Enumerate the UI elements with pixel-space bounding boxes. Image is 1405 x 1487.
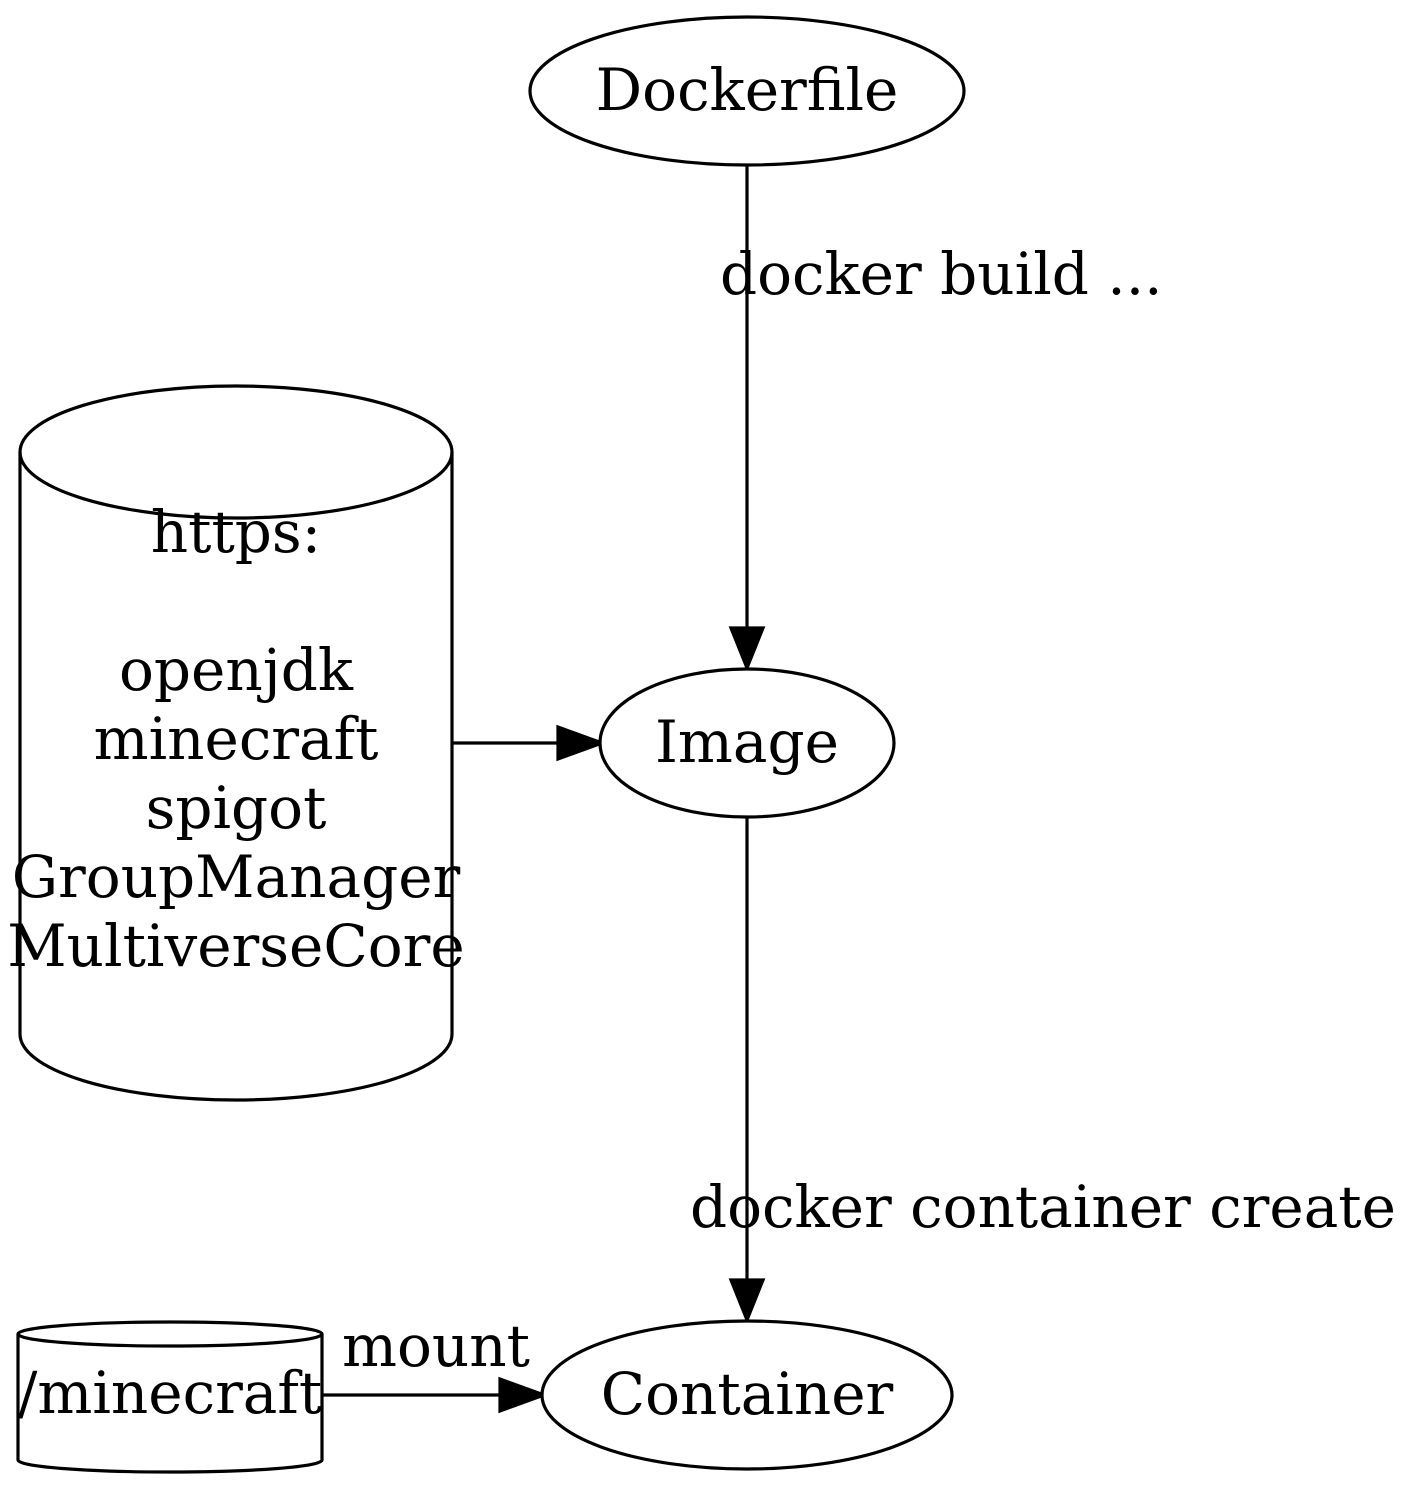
https-sources-cylinder — [18, 384, 454, 1102]
edge-mount-label: mount — [342, 1312, 530, 1380]
edge-container-create-arrowhead — [728, 1278, 766, 1325]
minecraft-volume-label: /minecraft — [18, 1359, 322, 1427]
edge-download — [452, 724, 607, 762]
container-node: Container — [540, 1319, 954, 1471]
edge-mount: mount — [322, 1312, 549, 1414]
container-label: Container — [601, 1360, 894, 1428]
https-sources-line-openjdk: openjdk — [119, 636, 354, 704]
edge-docker-build: docker build ... — [720, 165, 1163, 673]
minecraft-volume-node: /minecraft — [16, 1320, 324, 1474]
minecraft-volume-cylinder — [16, 1320, 324, 1474]
https-sources-line-multiversecore: MultiverseCore — [7, 912, 464, 980]
https-sources-line-minecraft: minecraft — [94, 705, 379, 773]
edge-download-arrowhead — [556, 724, 607, 762]
image-label: Image — [655, 708, 839, 776]
edge-container-create-label: docker container create ... — [690, 1173, 1405, 1241]
https-sources-line-groupmanager: GroupManager — [12, 843, 461, 911]
image-node: Image — [598, 667, 896, 819]
https-sources-node: https: openjdk minecraft spigot GroupMan… — [7, 384, 465, 1102]
edge-mount-arrowhead — [498, 1376, 549, 1414]
https-sources-line-spigot: spigot — [146, 774, 327, 842]
dockerfile-label: Dockerfile — [596, 56, 899, 124]
dockerfile-node: Dockerfile — [528, 15, 966, 167]
edge-docker-build-label: docker build ... — [720, 240, 1163, 308]
minecraft-volume-cylinder-rim — [16, 1333, 324, 1348]
https-sources-line-1: https: — [151, 498, 321, 566]
edge-container-create: docker container create ... — [690, 817, 1405, 1325]
edge-docker-build-arrowhead — [728, 626, 766, 673]
https-sources-cylinder-rim — [18, 451, 454, 520]
container-ellipse — [540, 1319, 954, 1471]
